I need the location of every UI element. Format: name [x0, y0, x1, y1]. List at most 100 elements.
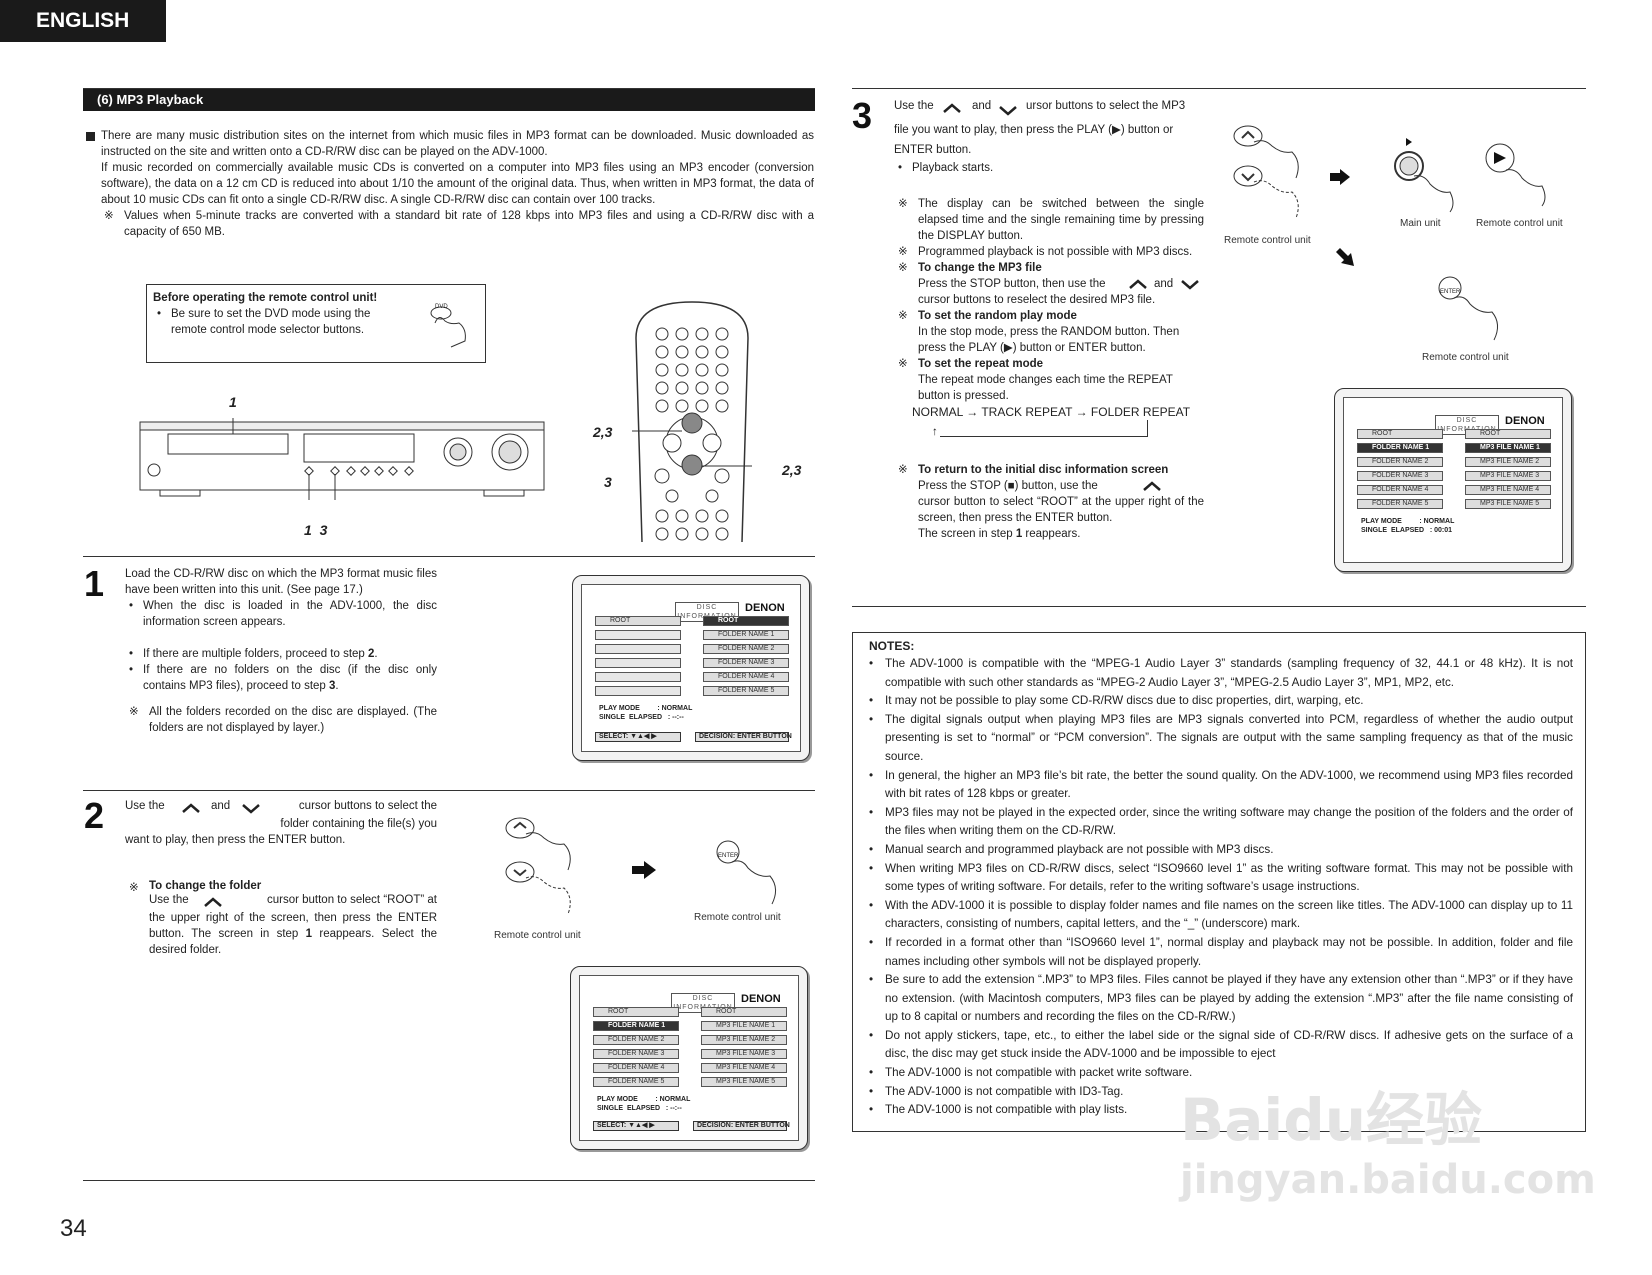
notes-box: NOTES: The ADV-1000 is compatible with t…	[852, 632, 1586, 1132]
enter-button-label: ENTER	[1440, 289, 1461, 295]
step3-note-6: ※ To return to the initial disc informat…	[894, 462, 1204, 542]
step3-number: 3	[852, 95, 873, 136]
callout-remote-c: 3	[604, 474, 612, 490]
step1-rule	[83, 556, 815, 557]
step3-note-6-end-num: 1	[1015, 528, 1023, 540]
step3-note-3-title: To change the MP3 file	[918, 262, 1042, 274]
screen3-file-cell: MP3 FILE NAME 4	[1465, 485, 1551, 495]
hand-enter-illustration	[716, 840, 776, 905]
arrow-right-icon	[632, 861, 656, 879]
intro-note-text: Values when 5-minute tracks are converte…	[124, 210, 814, 238]
step3-note-5-text: The repeat mode changes each time the RE…	[918, 374, 1173, 402]
step2-text: Use the and cursor buttons to select the…	[125, 798, 437, 958]
step2-sub-text1: cursor button to select “ROOT” at	[266, 894, 437, 906]
callout-remote-a: 2,3	[593, 424, 613, 440]
screen1-folder-cell: FOLDER NAME 3	[703, 658, 789, 668]
screen1-folder-cell: FOLDER NAME 2	[703, 644, 789, 654]
screen2-root-right: ROOT	[701, 1007, 787, 1017]
step3-note-6-post: cursor button to select “ROOT” at the up…	[918, 496, 1204, 524]
screen2-folder-cell: FOLDER NAME 5	[593, 1077, 679, 1087]
callout-front-bottom: 1 3	[304, 522, 328, 538]
step3-note-3-post: cursor buttons to reselect the desired M…	[918, 294, 1156, 306]
notes-item: MP3 files may not be played in the expec…	[865, 804, 1573, 841]
screen1-empty-cell	[595, 686, 681, 696]
step1-b2-post: .	[374, 648, 378, 660]
screen2-play-mode: PLAY MODE : NORMAL	[597, 1096, 691, 1103]
screen3-brand: DENON	[1505, 415, 1545, 427]
hand-cursor-illustration	[505, 817, 571, 915]
screen1-decision-bar: DECISION: ENTER BUTTON	[695, 732, 792, 742]
step2-subnote: ※ To change the folder Use the cursor bu…	[125, 880, 437, 958]
screen3-file-cell: MP3 FILE NAME 2	[1465, 457, 1551, 467]
screen1-play-mode: PLAY MODE : NORMAL	[599, 705, 693, 712]
step3-note-2: ※Programmed playback is not possible wit…	[894, 244, 1204, 260]
screen3-folder-selected: FOLDER NAME 1	[1357, 443, 1443, 453]
step3-note-3-pre: Press the STOP button, then use the	[918, 278, 1106, 290]
note-mark: ※	[129, 882, 139, 894]
notes-item: The ADV-1000 is not compatible with pack…	[865, 1064, 1573, 1083]
screen3-play-mode: PLAY MODE : NORMAL	[1361, 518, 1455, 525]
front-panel-illustration	[139, 418, 545, 500]
watermark-logo: Baidu经验	[1180, 1086, 1483, 1154]
screen3-folder-cell: FOLDER NAME 2	[1357, 457, 1443, 467]
notes-item: The ADV-1000 is not compatible with ID3-…	[865, 1083, 1573, 1102]
intro-note: ※ Values when 5-minute tracks are conver…	[100, 208, 814, 240]
screen2-file-cell: MP3 FILE NAME 1	[701, 1021, 787, 1031]
step3-line2: file you want to play, then press the PL…	[894, 124, 1174, 156]
screen-disc-info-3: DISC INFORMATION DENON ROOT FOLDER NAME …	[1334, 388, 1572, 572]
cursor-up-icon	[1143, 481, 1161, 491]
screen1-empty-cell	[595, 644, 681, 654]
remote-play-illustration	[1485, 143, 1546, 207]
step3-line1: ursor buttons to select the MP3	[1026, 100, 1186, 112]
notes-top-rule	[852, 606, 1586, 607]
step3-note-1: ※The display can be switched between the…	[894, 196, 1204, 244]
cursor-up-icon	[204, 897, 222, 907]
step3-bullet-1: Playback starts.	[894, 160, 1204, 176]
step3-note-3-and: and	[1154, 278, 1174, 290]
step1-b3-num: 3	[329, 680, 336, 692]
screen1-elapsed: SINGLE ELAPSED : --:--	[599, 714, 684, 721]
step2-and: and	[211, 800, 231, 812]
repeat-flow-text: NORMAL → TRACK REPEAT → FOLDER REPEAT	[912, 405, 1191, 419]
screen3-file-selected: MP3 FILE NAME 1	[1465, 443, 1551, 453]
step1-bullet-2: If there are multiple folders, proceed t…	[125, 646, 437, 662]
step1-note-text: All the folders recorded on the disc are…	[149, 706, 437, 734]
intro-paragraph-1: There are many music distribution sites …	[101, 130, 814, 158]
step3-note-5: ※ To set the repeat mode The repeat mode…	[894, 356, 1204, 404]
step3-and: and	[972, 100, 992, 112]
note-mark: ※	[898, 310, 908, 322]
screen3-root-cell: ROOT	[1357, 429, 1443, 439]
note-mark: ※	[898, 198, 908, 210]
intro-paragraph-2: If music recorded on commercially availa…	[101, 162, 814, 206]
step2-rule	[83, 790, 815, 791]
repeat-back-arrow: ↑	[932, 426, 938, 438]
screen3-folder-cell: FOLDER NAME 3	[1357, 471, 1443, 481]
screen1-empty-cell	[595, 630, 681, 640]
step2-sub-text3: reappears. Select the desired folder.	[149, 928, 437, 956]
screen2-file-cell: MP3 FILE NAME 5	[701, 1077, 787, 1087]
screen3-file-cell: MP3 FILE NAME 3	[1465, 471, 1551, 481]
step3-caption-remote2: Remote control unit	[1476, 218, 1563, 229]
screen1-select-bar: SELECT: ▼▲◀ ▶	[595, 732, 681, 742]
remote-note-title: Before operating the remote control unit…	[153, 292, 378, 304]
remote-note-item: Be sure to set the DVD mode using the re…	[153, 306, 383, 338]
step2-caption-right: Remote control unit	[694, 912, 781, 923]
main-unit-play-illustration	[1394, 138, 1454, 213]
step1-bullet-3: If there are no folders on the disc (if …	[125, 662, 437, 694]
hand-enter-illustration	[1438, 276, 1498, 341]
step2-sub-text2: the upper right of the screen, then pres…	[149, 912, 437, 940]
language-tab: ENGLISH	[0, 0, 166, 42]
step3-use-the: Use the	[894, 100, 934, 112]
screen2-folder-cell: FOLDER NAME 3	[593, 1049, 679, 1059]
step1-b3-pre: If there are no folders on the disc (if …	[143, 664, 437, 692]
notes-list: The ADV-1000 is compatible with the “MPE…	[865, 655, 1573, 1120]
arrow-right-icon	[1330, 169, 1350, 185]
notes-item: The digital signals output when playing …	[865, 711, 1573, 767]
notes-item: In general, the higher an MP3 file’s bit…	[865, 767, 1573, 804]
screen2-elapsed: SINGLE ELAPSED : --:--	[597, 1105, 682, 1112]
screen2-folder-cell: FOLDER NAME 4	[593, 1063, 679, 1073]
repeat-line-bottom	[940, 436, 1148, 437]
cursor-down-icon	[242, 804, 260, 814]
screen3-root-right: ROOT	[1465, 429, 1551, 439]
screen3-folder-cell: FOLDER NAME 4	[1357, 485, 1443, 495]
